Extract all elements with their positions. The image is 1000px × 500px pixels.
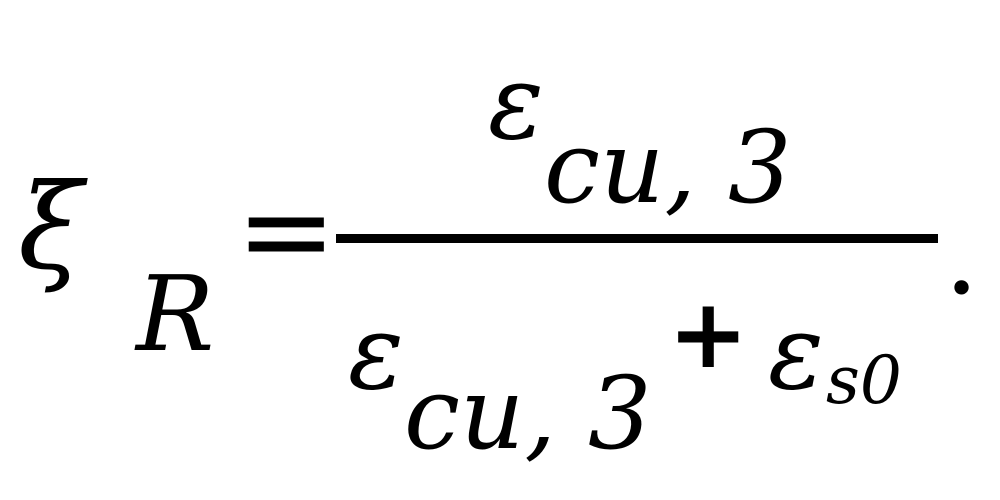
denominator-epsilon-2: ε bbox=[768, 291, 824, 413]
equals-sign: = bbox=[236, 162, 337, 301]
numerator-epsilon: ε bbox=[488, 41, 544, 163]
fraction-bar bbox=[336, 234, 938, 243]
denominator-subscript-1: cu, 3 bbox=[404, 355, 652, 472]
denominator-epsilon-1: ε bbox=[348, 291, 404, 413]
denominator-subscript-2: s0 bbox=[826, 342, 902, 419]
xi-subscript: R bbox=[136, 253, 215, 375]
period: . bbox=[944, 191, 979, 319]
xi-symbol: ξ bbox=[18, 158, 83, 296]
plus-sign: + bbox=[668, 278, 749, 390]
numerator-subscript: cu, 3 bbox=[544, 109, 792, 226]
